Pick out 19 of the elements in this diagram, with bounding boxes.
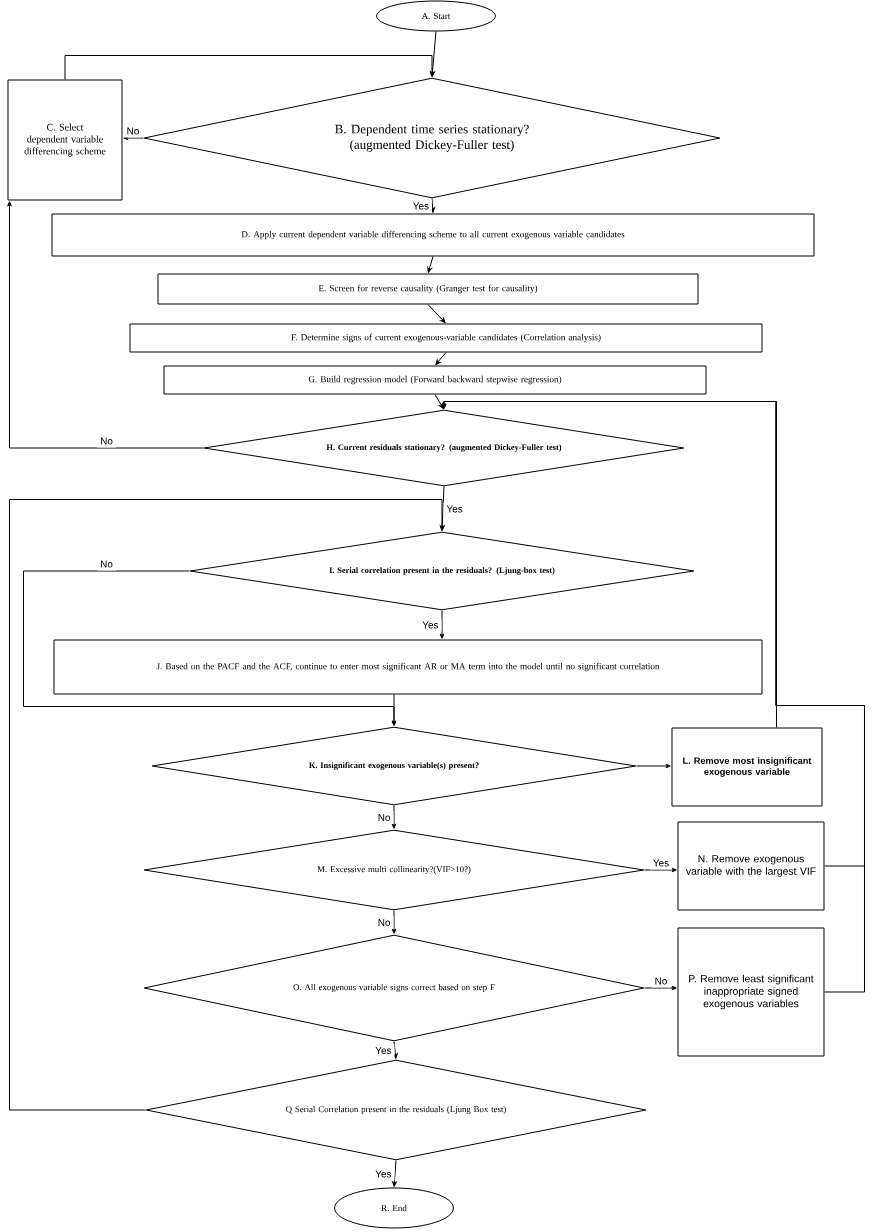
arrow xyxy=(9,499,445,1111)
arrow xyxy=(391,805,397,829)
arrow xyxy=(439,610,445,639)
arrow xyxy=(441,401,865,993)
arrow xyxy=(430,198,435,213)
arrow xyxy=(64,55,435,80)
arrow xyxy=(434,394,444,409)
arrow xyxy=(391,910,397,934)
arrow xyxy=(636,763,671,769)
arrow xyxy=(427,304,446,324)
arrow xyxy=(435,352,447,366)
arrow xyxy=(7,201,204,449)
arrow xyxy=(393,1041,398,1059)
arrow xyxy=(427,256,434,273)
arrow xyxy=(392,1160,397,1187)
arrow xyxy=(644,867,677,873)
arrow xyxy=(644,985,677,991)
arrow xyxy=(123,135,144,141)
arrow xyxy=(391,694,397,726)
